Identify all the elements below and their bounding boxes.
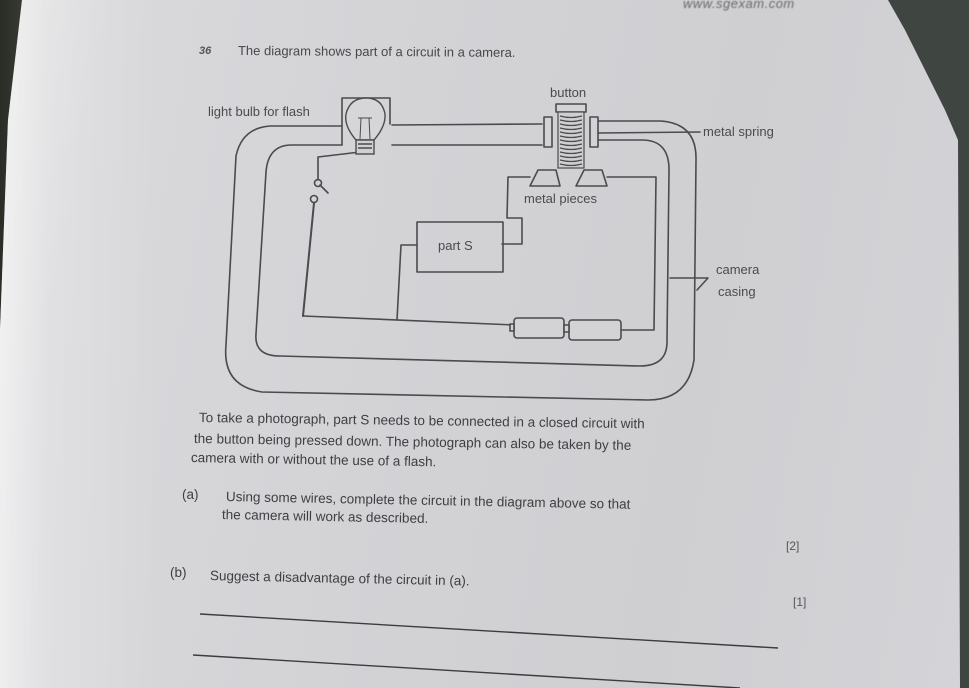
label-casing: casing [718, 284, 756, 299]
label-light-bulb: light bulb for flash [208, 104, 310, 119]
camera-casing-inner [255, 139, 670, 367]
label-metal-spring: metal spring [703, 124, 774, 139]
label-metal-pieces: metal pieces [524, 191, 597, 206]
label-button: button [550, 85, 587, 100]
metal-piece-right [575, 169, 608, 187]
part-a-marks: [2] [786, 539, 800, 553]
camera-casing-outer [224, 120, 697, 401]
metal-spring-icon [557, 111, 585, 169]
label-camera: camera [716, 262, 760, 277]
metal-piece-left [529, 169, 561, 187]
switch-lever [319, 184, 329, 194]
part-b-label: (b) [170, 565, 187, 580]
part-s-box [416, 221, 504, 273]
camera-casing-pointer [669, 277, 709, 291]
answer-line-2[interactable] [192, 654, 741, 688]
button-cap-right [589, 116, 599, 148]
part-b-marks: [1] [793, 595, 807, 609]
part-a-label: (a) [182, 487, 199, 502]
answer-line-1[interactable] [199, 613, 779, 649]
light-bulb-icon [345, 97, 386, 155]
watermark: www.sgexam.com [683, 0, 795, 11]
question-number: 36 [199, 45, 212, 57]
label-part-s: part S [438, 238, 473, 253]
switch-contact-top [313, 178, 323, 188]
button-cap-left [543, 116, 553, 148]
